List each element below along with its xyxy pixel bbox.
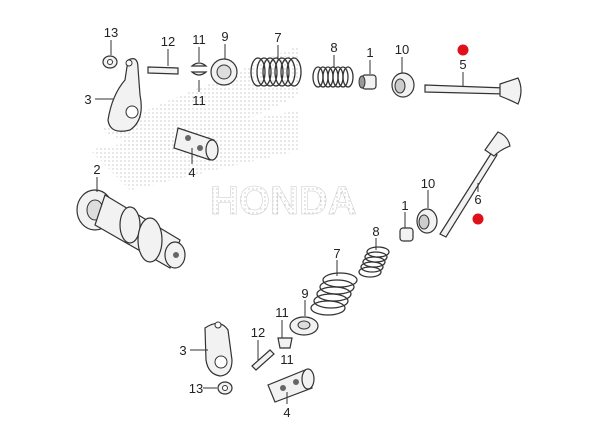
- part-outer-spring-bottom: [310, 272, 358, 316]
- callout-11: 11: [275, 305, 289, 320]
- callout-6: 6: [474, 192, 481, 207]
- part-outer-spring-top: [250, 57, 302, 87]
- part-rocker-arm-top: [107, 58, 142, 132]
- callout-2: 2: [93, 162, 100, 177]
- part-valve-bottom: [439, 131, 511, 238]
- part-valve-top: [424, 77, 522, 105]
- callout-9: 9: [301, 286, 308, 301]
- part-camshaft: [76, 189, 186, 269]
- callout-5: 5: [459, 57, 466, 72]
- part-retainer-top: [210, 58, 238, 86]
- part-inner-spring-top: [312, 66, 354, 88]
- callout-3: 3: [84, 92, 91, 107]
- red-marker-valve-top: [457, 44, 469, 56]
- callout-4: 4: [283, 405, 290, 420]
- part-inner-spring-bottom: [358, 246, 390, 278]
- callout-10: 10: [421, 176, 435, 191]
- part-cotter-bottom: [277, 337, 293, 349]
- callout-11: 11: [192, 93, 206, 108]
- callout-9: 9: [221, 29, 228, 44]
- part-retainer-bottom: [289, 316, 319, 336]
- red-marker-valve-bottom: [472, 213, 484, 225]
- callout-7: 7: [333, 246, 340, 261]
- callout-12: 12: [251, 325, 265, 340]
- callout-7: 7: [274, 30, 281, 45]
- callout-1: 1: [401, 198, 408, 213]
- callout-13: 13: [104, 25, 118, 40]
- part-rocker-arm-bottom: [204, 321, 233, 377]
- callout-10: 10: [395, 42, 409, 57]
- part-adjust-screw-top: [147, 66, 179, 75]
- callout-1: 1: [366, 45, 373, 60]
- leader-lines: [95, 40, 479, 404]
- part-seat-bottom: [399, 227, 414, 242]
- callout-11: 11: [280, 352, 294, 367]
- part-shaft-bottom: [267, 368, 315, 403]
- part-cotter-top: [190, 62, 208, 76]
- callout-8: 8: [372, 224, 379, 239]
- part-seal-bottom: [416, 208, 438, 234]
- callout-labels: 13 12 11 9 7 8 1 10 5 3 11 4 2 10 6 1 8 …: [84, 25, 481, 420]
- part-seat-top: [358, 74, 377, 90]
- part-nut-bottom: [217, 381, 233, 395]
- callout-11: 11: [192, 32, 206, 47]
- callout-13: 13: [189, 381, 203, 396]
- honda-wordmark: HONDA: [210, 179, 357, 223]
- callout-12: 12: [161, 34, 175, 49]
- part-seal-top: [391, 72, 415, 98]
- callout-4: 4: [188, 165, 195, 180]
- part-shaft-top: [173, 127, 219, 161]
- part-nut-top: [102, 55, 118, 69]
- callout-8: 8: [330, 40, 337, 55]
- part-adjust-screw-bottom: [251, 349, 275, 371]
- callout-3: 3: [179, 343, 186, 358]
